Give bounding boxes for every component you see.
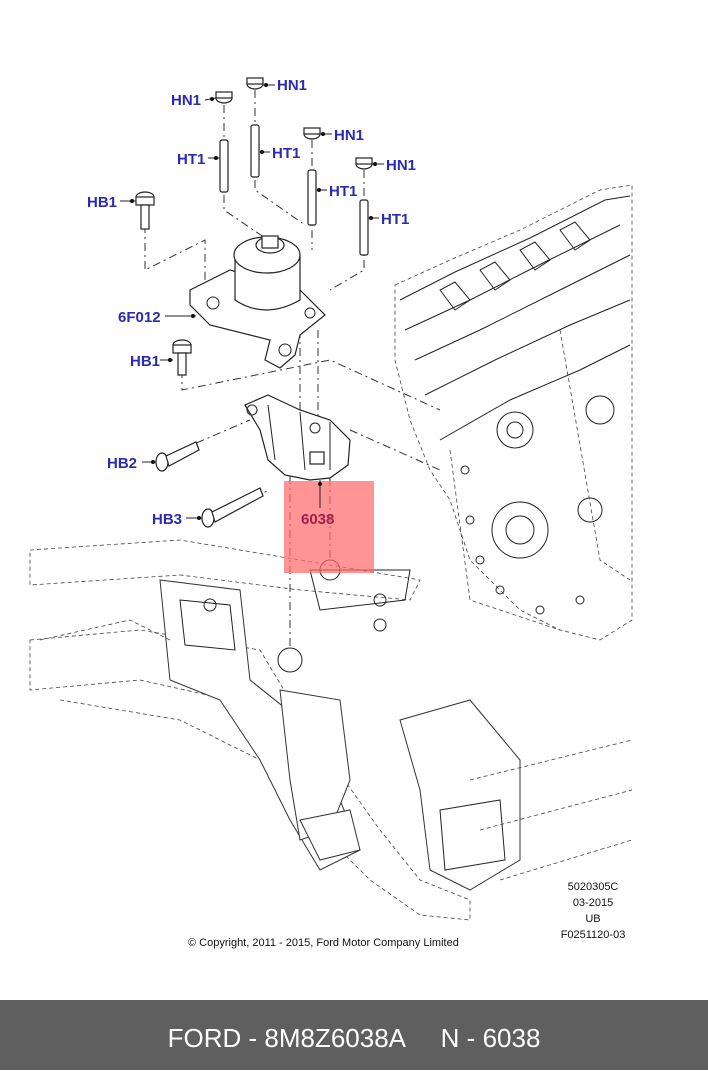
label-hn1-c: HN1 xyxy=(334,127,364,144)
label-ht1-a: HT1 xyxy=(177,151,205,168)
highlight-box xyxy=(284,481,374,573)
bolt-hb1-b xyxy=(172,339,192,376)
label-6f012: 6F012 xyxy=(118,309,161,326)
ref-line-2: 03-2015 xyxy=(573,897,613,909)
bolt-hb1-a xyxy=(135,191,155,230)
ref-line-1: 5020305C xyxy=(568,881,619,893)
engine-block xyxy=(394,184,633,641)
callout-labels: HN1 HN1 HN1 HN1 HT1 HT1 HT1 HT1 HB1 6F01… xyxy=(87,77,416,528)
nut-hn1-a xyxy=(215,91,233,104)
leader-lines xyxy=(120,83,384,520)
label-hn1-b: HN1 xyxy=(277,77,307,94)
part-number-text: FORD - 8M8Z6038A N - 6038 xyxy=(167,1023,541,1053)
label-hb1-a: HB1 xyxy=(87,194,117,211)
nut-hn1-c xyxy=(303,127,321,140)
reference-block: 5020305C 03-2015 UB F0251120-03 xyxy=(561,881,626,941)
label-ht1-c: HT1 xyxy=(329,183,357,200)
label-hn1-d: HN1 xyxy=(386,157,416,174)
label-ht1-b: HT1 xyxy=(272,145,300,162)
stud-ht1-b xyxy=(250,124,260,178)
engine-mount-6f012 xyxy=(189,235,326,369)
ref-line-4: F0251120-03 xyxy=(561,929,626,941)
fasteners xyxy=(135,77,373,528)
bolt-hb2 xyxy=(155,441,200,472)
stud-ht1-a xyxy=(219,139,229,193)
stud-ht1-d xyxy=(359,199,369,256)
copyright-notice: © Copyright, 2011 - 2015, Ford Motor Com… xyxy=(188,937,459,949)
label-hb1-b: HB1 xyxy=(130,353,160,370)
label-hb2: HB2 xyxy=(107,455,137,472)
exploded-parts-diagram: HN1 HN1 HN1 HN1 HT1 HT1 HT1 HT1 HB1 6F01… xyxy=(29,77,633,949)
nut-hn1-b xyxy=(246,77,264,90)
nut-hn1-d xyxy=(355,157,373,170)
label-ht1-d: HT1 xyxy=(381,211,409,228)
label-hb3: HB3 xyxy=(152,511,182,528)
ref-line-3: UB xyxy=(585,913,600,925)
stud-ht1-c xyxy=(307,169,317,226)
bolt-hb3 xyxy=(201,487,264,528)
label-6038: 6038 xyxy=(301,511,334,528)
mount-bracket-6038 xyxy=(244,394,351,481)
subframe xyxy=(29,539,633,921)
part-number-banner: FORD - 8M8Z6038A N - 6038 xyxy=(0,1000,708,1070)
label-hn1-a: HN1 xyxy=(171,92,201,109)
